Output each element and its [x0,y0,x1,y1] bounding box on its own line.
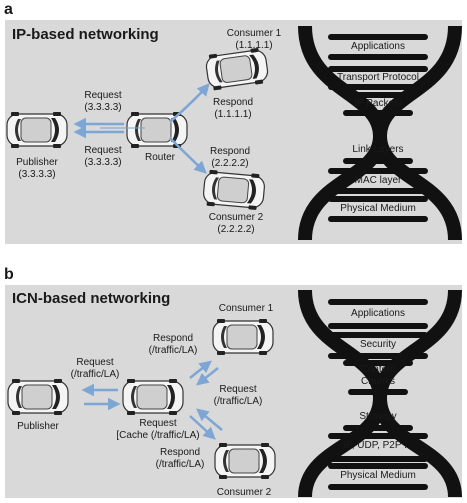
panel-b-letter: b [4,266,14,283]
consumer1-name: Consumer 1 [226,28,282,39]
b-request-left-label: Request [76,357,114,368]
b-request-left-path: (/traffic/LA) [70,369,120,380]
stack-a-link-layers: Link Layers [352,144,404,155]
panel-b-title: ICN-based networking [12,290,171,307]
consumer2-name: Consumer 2 [208,212,264,223]
stack-b-security: Security [359,339,397,350]
stack-b-protocols: IP, UDP, P2P ... [343,440,413,451]
panel-b-stack-right-curve [372,289,462,498]
b-router-car-icon [122,378,184,416]
stack-b-applications: Applications [351,308,405,319]
request-bottom-address: (3.3.3.3) [84,157,122,168]
router-name: Router [144,152,175,163]
request-bottom-label: Request [84,145,122,156]
b-respond-bottom-path: (/traffic/LA) [155,459,205,470]
b-consumer2-arrow-out [189,415,216,440]
b-respond-bottom-label: Respond [159,447,201,458]
panel-a-stack-right-curve [372,25,462,241]
stack-b-physical: Physical Medium [340,470,416,481]
b-request-right-path: (/traffic/LA) [213,396,263,407]
respond2-label: Respond [209,146,251,157]
b-consumer1-car-icon [212,318,274,356]
b-publisher-name: Publisher [17,421,59,432]
b-consumer1-arrow-in [196,367,219,386]
stack-a-applications: Applications [351,41,405,52]
b-consumer2-name: Consumer 2 [216,487,272,498]
respond1-address: (1.1.1.1) [214,109,252,120]
b-respond-top-path: (/traffic/LA) [148,345,198,356]
b-consumer2-arrow-in [196,408,223,431]
stack-a-mac: MAC layer [354,175,402,186]
b-consumer1-arrow-out [189,360,212,379]
consumer1-address: (1.1.1.1) [235,40,273,51]
respond2-address: (2.2.2.2) [211,158,249,169]
stack-b-strategy: Strategy [359,411,397,422]
respond1-arrow [169,83,210,123]
b-request-right-label: Request [219,384,257,395]
stack-a-ip-packets: IP Packets [354,98,402,109]
request-top-label: Request [84,90,122,101]
panel-a-title: IP-based networking [12,26,159,43]
respond2-arrow [169,137,207,174]
request-top-address: (3.3.3.3) [84,102,122,113]
panel-a-letter: a [4,1,13,18]
stack-a-transport: Transport Protocol [337,72,419,83]
b-respond-top-label: Respond [152,333,194,344]
publisher-name: Publisher [16,157,58,168]
b-publisher-car-icon [7,378,69,416]
b-consumer2-car-icon [214,442,276,480]
stack-b-chunks: Chunks [361,376,395,387]
consumer2-address: (2.2.2.2) [217,224,255,235]
stack-b-content: Content [360,364,396,375]
b-consumer1-name: Consumer 1 [218,303,274,314]
stack-a-physical: Physical Medium [340,203,416,214]
b-request-center-label: Request [139,418,177,429]
respond1-label: Respond [212,97,254,108]
b-request-center-cache: [Cache (/traffic/LA) [116,430,200,441]
publisher-address: (3.3.3.3) [18,169,56,180]
